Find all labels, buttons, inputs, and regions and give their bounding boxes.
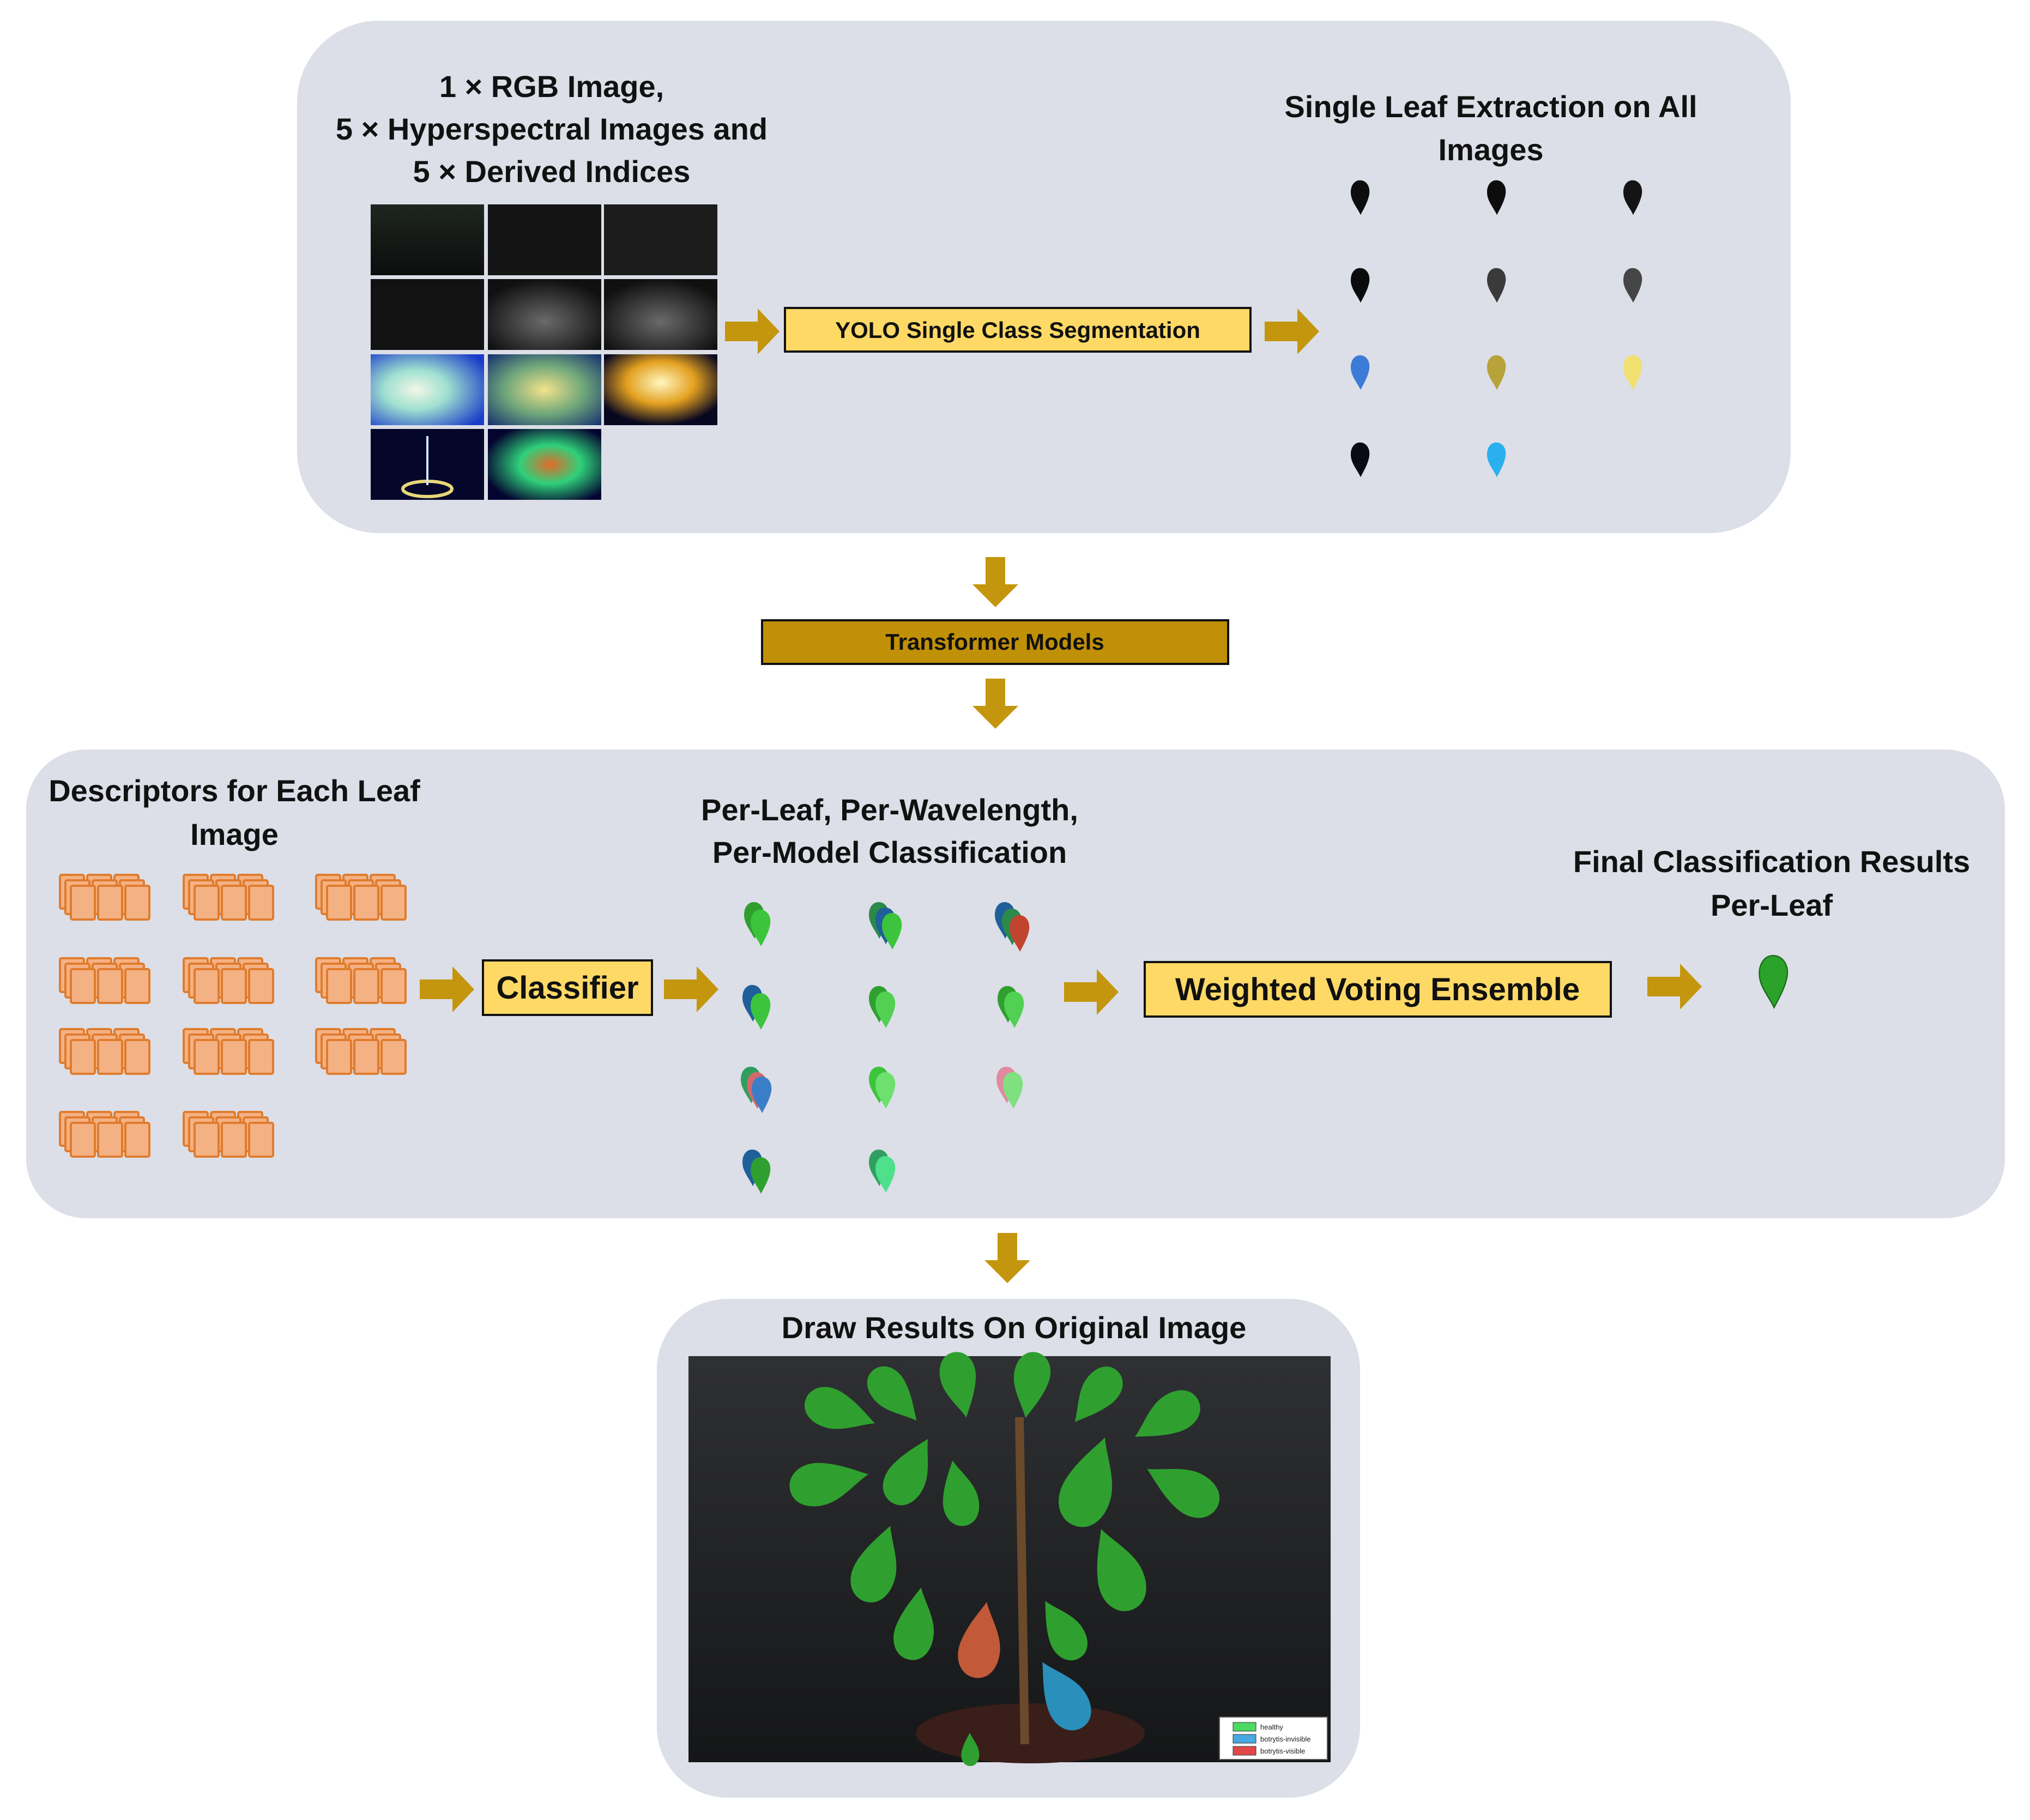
legend-label-botrytis-visible: botrytis-visible [1260,1747,1305,1755]
yolo-segmentation-label: YOLO Single Class Segmentation [835,317,1200,343]
legend-swatch-botrytis-visible [1232,1746,1256,1756]
final-results-title-line-1: Final Classification Results [1573,844,1970,879]
transformer-models-label: Transformer Models [885,629,1104,655]
input-title-line-2: 5 × Hyperspectral Images and [336,112,768,146]
transformer-models-box [761,619,1229,665]
classification-panel [26,749,2005,1218]
weighted-voting-ensemble-box [1144,961,1612,1018]
legend-label-botrytis-invisible: botrytis-invisible [1260,1735,1310,1743]
derived-index-thumb [371,354,484,425]
yolo-segmentation-box [784,307,1252,353]
extraction-title-line-1: Single Leaf Extraction on All [1284,89,1697,124]
legend-label-healthy: healthy [1260,1723,1283,1731]
descriptor-stack-icon [60,875,149,920]
descriptor-stack-icon [184,875,273,920]
descriptor-stack-icon [316,875,406,920]
per-leaf-title-line-2: Per-Model Classification [712,835,1067,869]
descriptor-stack-icon [184,958,273,1003]
hyperspectral-image-thumb [371,279,484,350]
descriptors-title-line-1: Descriptors for Each Leaf [49,773,420,808]
derived-index-thumb [488,429,601,500]
classifier-box [482,959,653,1016]
result-panel-title: Draw Results On Original Image [782,1310,1247,1345]
weighted-voting-ensemble-label: Weighted Voting Ensemble [1175,972,1580,1007]
descriptor-stack-icon [60,1112,149,1157]
derived-index-thumb [604,354,717,425]
descriptor-stack-icon [60,958,149,1003]
arrow-down-icon [984,1233,1030,1283]
arrow-down-icon [972,557,1018,607]
descriptor-stack-icon [316,958,406,1003]
input-title-line-3: 5 × Derived Indices [413,154,691,189]
input-image-grid [371,204,717,500]
legend: healthy botrytis-invisible botrytis-visi… [1219,1716,1328,1760]
hyperspectral-image-thumb [604,204,717,275]
descriptor-stack-icon [184,1112,273,1157]
final-results-title-line-2: Per-Leaf [1711,888,1833,922]
descriptor-stack-icon [184,1029,273,1074]
descriptors-title-line-2: Image [190,817,279,851]
extraction-title-line-2: Images [1439,132,1544,167]
input-title-line-1: 1 × RGB Image, [439,69,664,104]
classifier-label: Classifier [496,970,638,1006]
legend-swatch-botrytis-invisible [1232,1734,1256,1744]
annotated-plant-image: healthy botrytis-invisible botrytis-visi… [688,1349,1331,1766]
hyperspectral-image-thumb [604,279,717,350]
hyperspectral-image-thumb [488,279,601,350]
hyperspectral-image-thumb [488,204,601,275]
per-leaf-title-line-1: Per-Leaf, Per-Wavelength, [701,793,1078,827]
legend-swatch-healthy [1232,1722,1256,1732]
derived-index-thumb [488,354,601,425]
descriptor-stack-icon [60,1029,149,1074]
descriptor-stack-icon [316,1029,406,1074]
arrow-down-icon [972,679,1018,729]
rgb-image-thumb [371,204,484,275]
